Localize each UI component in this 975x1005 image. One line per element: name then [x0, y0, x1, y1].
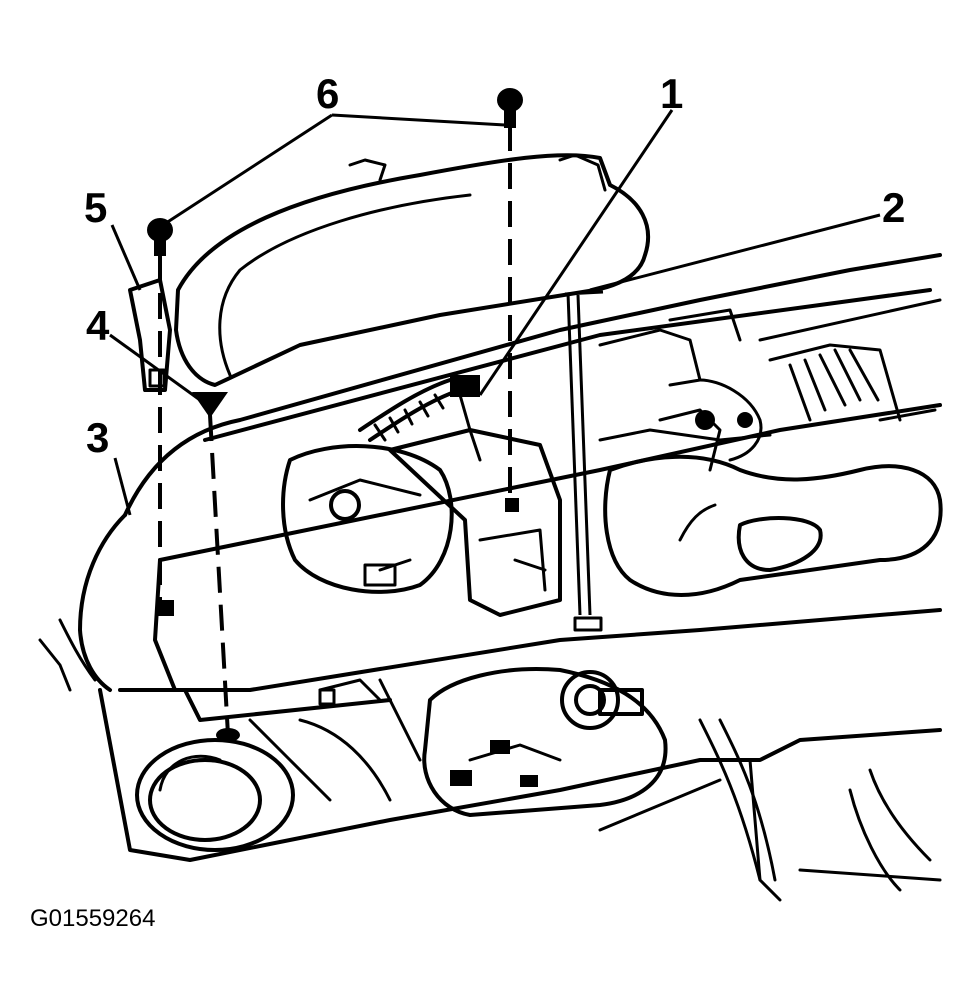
engine-cover-shroud	[174, 153, 651, 387]
figure-id: G01559264	[30, 905, 156, 932]
air-intake-duct	[603, 454, 943, 597]
wiring-harness	[358, 375, 482, 462]
callout-numbers: 1 2 3 4 5 6	[84, 70, 905, 461]
callout-1: 1	[660, 70, 683, 117]
stud-center	[505, 498, 519, 512]
callout-2: 2	[882, 184, 905, 231]
callout-5: 5	[84, 184, 107, 231]
stud-right	[573, 616, 603, 632]
headlamp	[135, 738, 295, 852]
callout-4: 4	[86, 302, 110, 349]
engine-upper-right	[598, 298, 942, 472]
install-lines	[158, 125, 604, 736]
radiator-support	[38, 253, 942, 692]
grommet	[192, 392, 228, 418]
lower-engine-assembly	[248, 667, 668, 817]
front-body-lower	[98, 688, 942, 902]
callout-leaders	[109, 109, 881, 516]
right-cable	[698, 718, 777, 882]
throttle-body	[281, 444, 454, 594]
bolt-top-center	[497, 88, 523, 128]
bolt-left	[147, 218, 173, 256]
callout-3: 3	[86, 414, 109, 461]
callout-6: 6	[316, 70, 339, 117]
intake-manifold	[388, 428, 562, 617]
